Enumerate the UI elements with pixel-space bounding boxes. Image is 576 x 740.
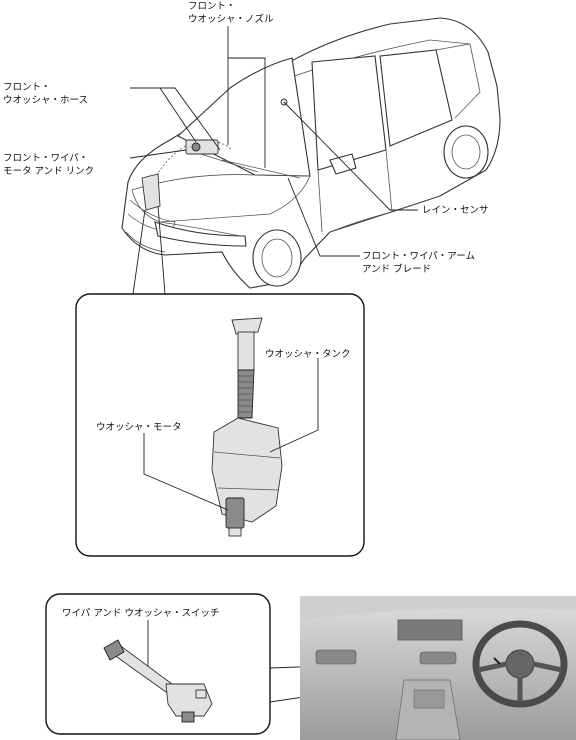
label-washer-tank: ウオッシャ・タンク xyxy=(265,349,351,360)
labels-top: フロント・ ウオッシャ・ノズル フロント・ ウオッシャ・ホース フロント・ワイパ… xyxy=(3,1,489,275)
label-front-wiper-arm-blade-1: フロント・ワイパ・アーム xyxy=(362,251,475,262)
label-front-wiper-arm-blade-2: アンド ブレード xyxy=(362,263,431,275)
label-front-wiper-motor-link-1: フロント・ワイパ・ xyxy=(3,153,88,164)
washer-tank-detail-box: ウオッシャ・タンク ウオッシャ・モータ xyxy=(75,293,365,557)
label-front-washer-nozzle-2: ウオッシャ・ノズル xyxy=(188,13,274,25)
vehicle-illustration xyxy=(121,17,501,289)
label-front-washer-nozzle-1: フロント・ xyxy=(188,1,236,12)
label-front-washer-hose-2: ウオッシャ・ホース xyxy=(3,95,88,106)
label-front-wiper-motor-link-2: モータ アンド リンク xyxy=(3,166,94,177)
label-rain-sensor: レイン・センサ xyxy=(422,205,489,216)
leader-lines-top xyxy=(129,26,418,295)
label-washer-motor: ウオッシャ・モータ xyxy=(96,422,182,433)
label-wiper-washer-switch: ワイパ アンド ウオッシャ・スイッチ xyxy=(62,608,219,619)
wiper-switch-detail-box: ワイパ アンド ウオッシャ・スイッチ xyxy=(45,593,499,735)
label-front-washer-hose-1: フロント・ xyxy=(3,82,51,93)
dashboard-illustration xyxy=(300,596,576,740)
